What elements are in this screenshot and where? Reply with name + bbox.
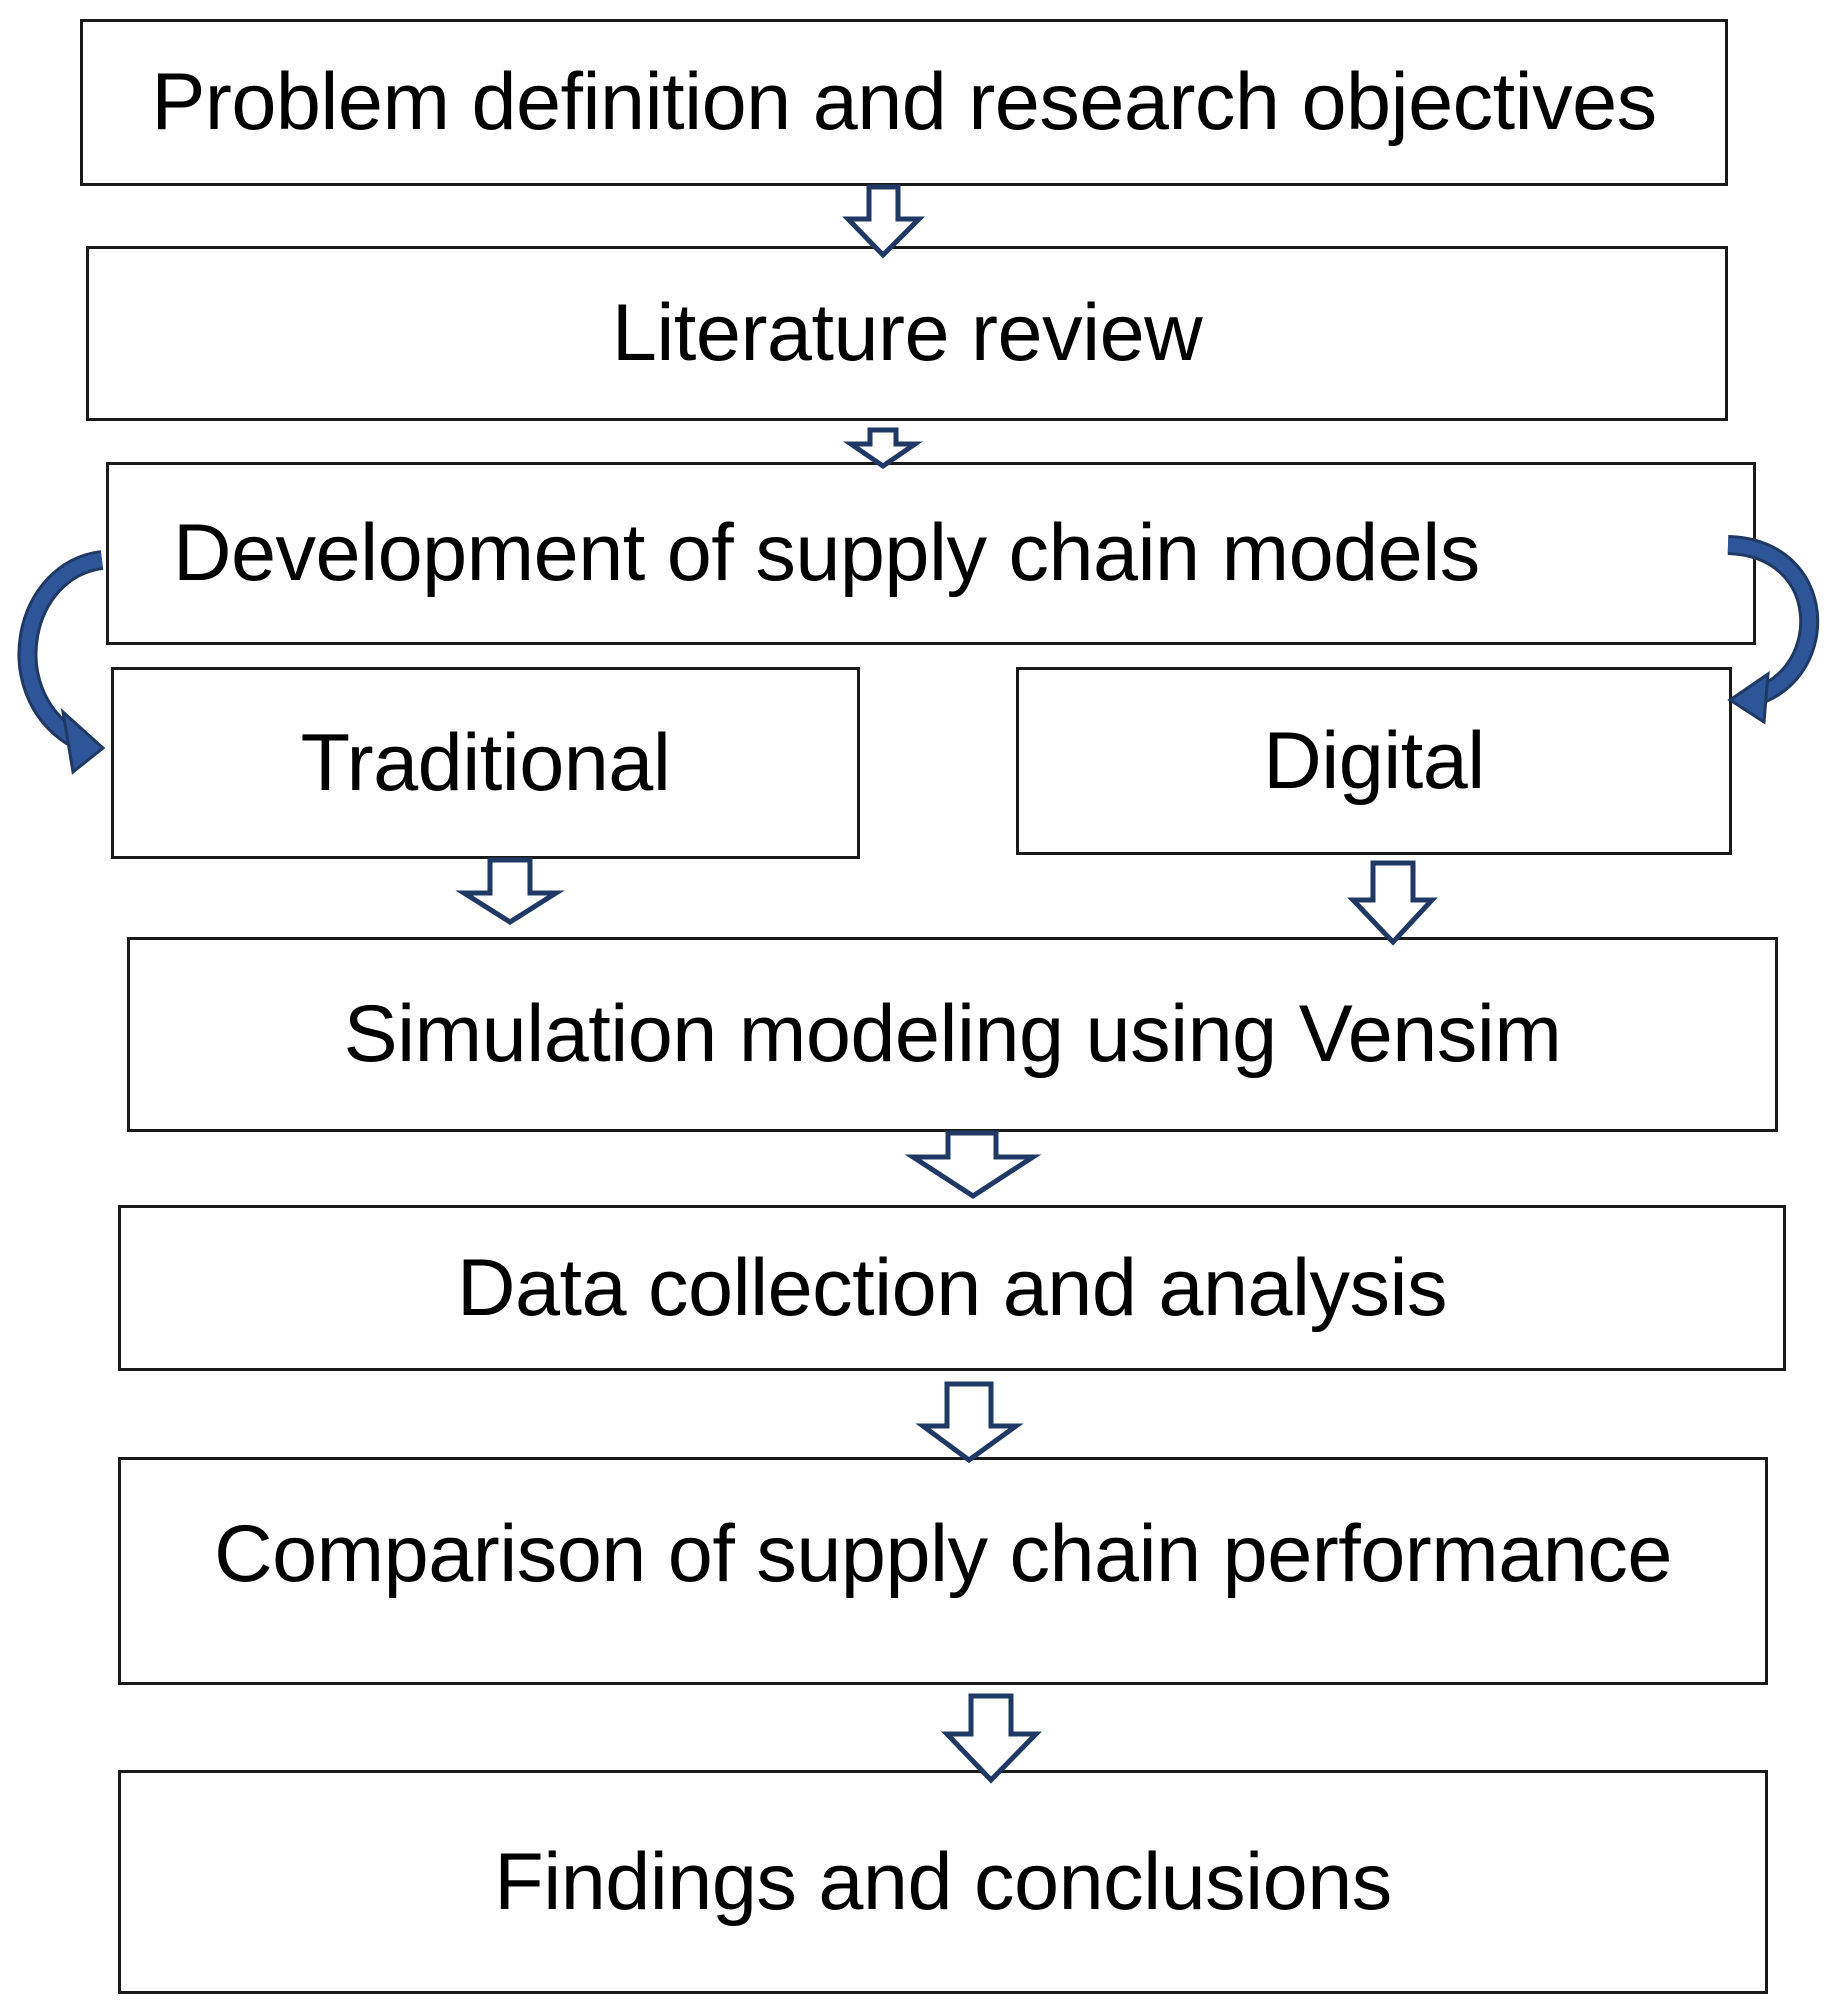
curved-arrow-icon-left: [17, 550, 106, 775]
down-arrow-icon-5: [904, 1130, 1042, 1199]
step-label: Problem definition and research objectiv…: [151, 57, 1657, 147]
step-label: Findings and conclusions: [494, 1836, 1392, 1927]
down-arrow-icon-4: [1347, 860, 1438, 946]
down-arrow-icon-3: [455, 857, 565, 925]
down-arrow-icon-6: [915, 1381, 1024, 1464]
step-simulation: Simulation modeling using Vensim: [127, 937, 1778, 1132]
step-label: Traditional: [300, 717, 671, 808]
step-data-collection: Data collection and analysis: [118, 1205, 1786, 1371]
step-label: Comparison of supply chain performance: [214, 1509, 1672, 1599]
down-arrow-icon-7: [941, 1693, 1042, 1784]
down-arrow-icon-2: [842, 427, 924, 470]
step-label: Simulation modeling using Vensim: [343, 989, 1562, 1079]
step-problem-definition: Problem definition and research objectiv…: [80, 19, 1728, 186]
step-label: Data collection and analysis: [456, 1242, 1448, 1333]
step-label: Literature review: [611, 288, 1203, 378]
step-digital: Digital: [1016, 667, 1732, 855]
step-label: Development of supply chain models: [173, 508, 1480, 598]
step-label: Digital: [1263, 715, 1485, 806]
down-arrow-icon-1: [842, 184, 926, 259]
step-findings: Findings and conclusions: [118, 1770, 1768, 1994]
step-literature-review: Literature review: [86, 246, 1728, 421]
step-traditional: Traditional: [111, 667, 860, 859]
step-comparison: Comparison of supply chain performance: [118, 1457, 1768, 1685]
step-model-development: Development of supply chain models: [106, 462, 1756, 645]
